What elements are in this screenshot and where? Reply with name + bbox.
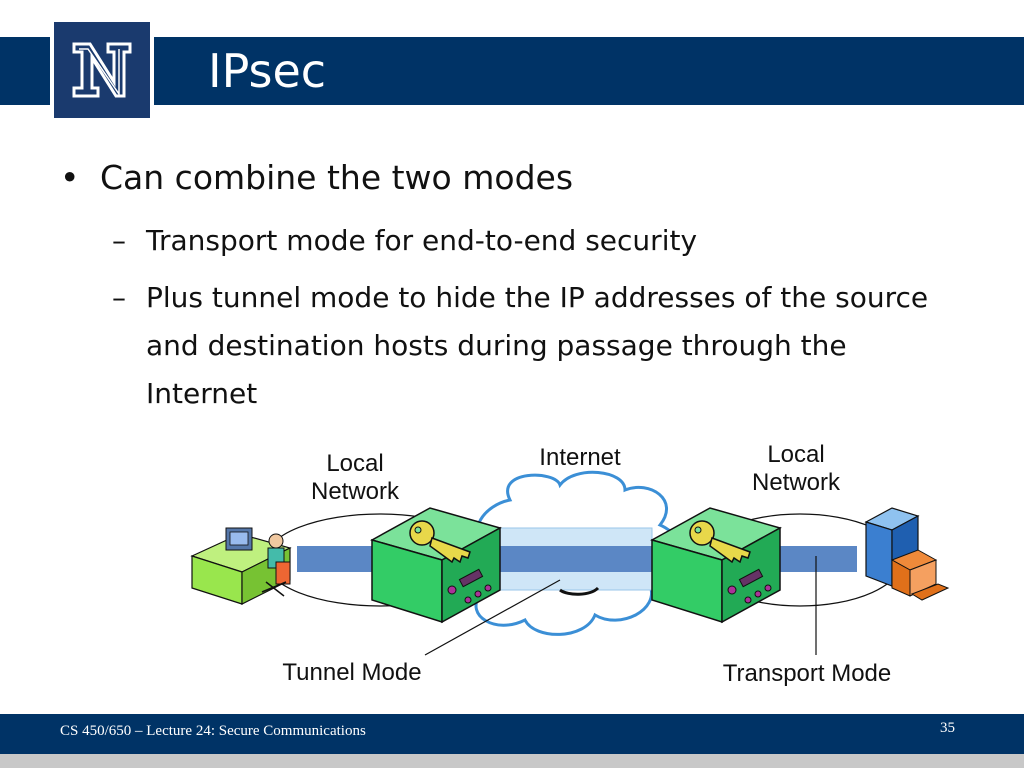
slide-title: IPsec xyxy=(208,44,327,98)
left-network-label: Local Network xyxy=(300,450,410,506)
left-network-label-line1: Local xyxy=(326,450,384,477)
server-host-icon xyxy=(864,507,950,601)
left-network-label-line2: Network xyxy=(310,478,400,505)
n-monogram-icon xyxy=(72,42,132,98)
university-logo xyxy=(50,18,154,122)
page-number: 35 xyxy=(940,720,955,736)
logo-background xyxy=(54,22,150,118)
title-bar xyxy=(0,37,1024,105)
right-network-label: Local Network xyxy=(738,441,854,497)
footer-strip xyxy=(0,754,1024,768)
cloud-shadow-arc xyxy=(559,586,600,596)
sub-bullet-text: Plus tunnel mode to hide the IP addresse… xyxy=(146,281,929,410)
right-network-label-line2: Network xyxy=(751,469,841,496)
sub-bullet-dash: – xyxy=(112,224,126,257)
right-gateway-device-icon xyxy=(650,507,782,624)
tunnel-mode-pointer xyxy=(424,579,561,656)
tunnel-mode-label: Tunnel Mode xyxy=(282,659,422,686)
bullet-dot: • xyxy=(60,158,80,197)
footer-course: CS 450/650 – Lecture 24: Secure Communic… xyxy=(60,723,366,739)
bullet-text: Can combine the two modes xyxy=(100,158,574,197)
sub-bullet-dash: – xyxy=(112,281,126,314)
user-workstation-icon xyxy=(190,527,292,605)
left-key-icon xyxy=(409,520,471,564)
right-network-label-line1: Local xyxy=(767,441,825,468)
right-key-icon xyxy=(689,520,751,564)
transport-mode-label: Transport Mode xyxy=(722,660,892,687)
footer-bar xyxy=(0,714,1024,754)
tunnel-band xyxy=(500,546,652,572)
left-gateway-device-icon xyxy=(370,507,502,624)
internet-label: Internet xyxy=(539,444,621,471)
sub-bullet-text: Transport mode for end-to-end security xyxy=(146,224,698,257)
